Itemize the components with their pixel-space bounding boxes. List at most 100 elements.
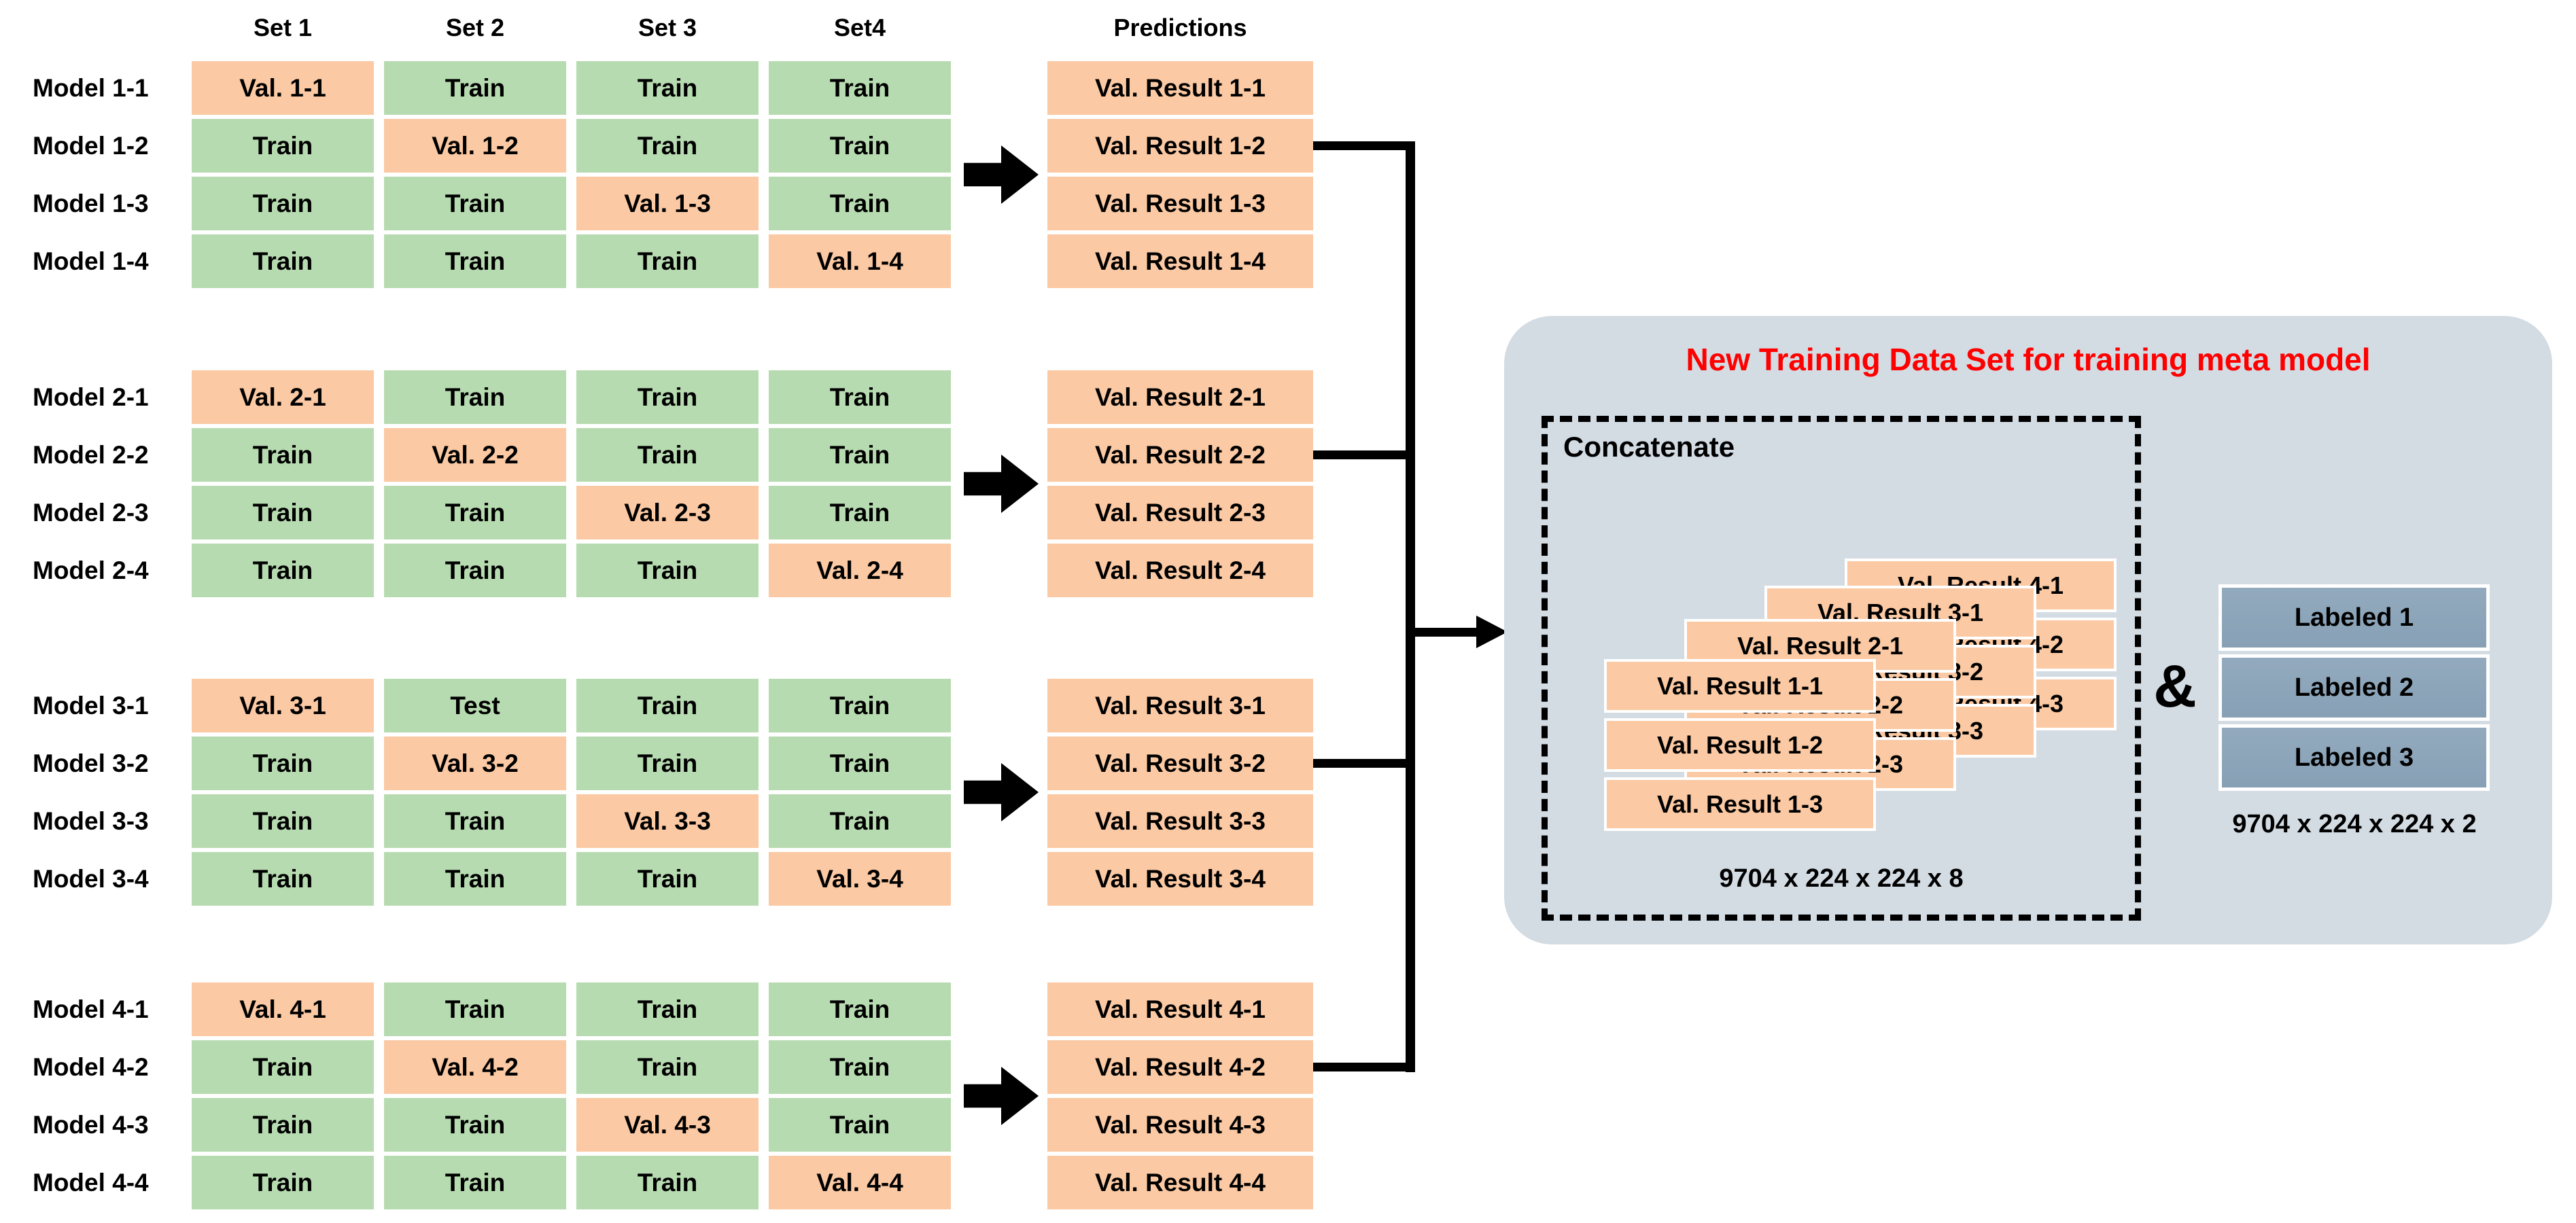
validation-cell: Val. 1-4 bbox=[769, 234, 951, 288]
labeled-dimensions: 9704 x 224 x 224 x 2 bbox=[2232, 810, 2477, 838]
train-cell: Train bbox=[384, 544, 566, 597]
val-result-box: Val. Result 3-3 bbox=[1047, 794, 1313, 848]
train-cell: Train bbox=[576, 428, 759, 482]
block-arrow-icon bbox=[964, 145, 1039, 204]
set-header: Set 1 bbox=[253, 14, 313, 41]
panel-title: New Training Data Set for training meta … bbox=[1686, 342, 2371, 377]
train-cell: Train bbox=[192, 119, 374, 173]
connector-line bbox=[1313, 759, 1415, 768]
validation-cell: Val. 2-1 bbox=[192, 370, 374, 424]
concatenate-label: Concatenate bbox=[1563, 431, 1735, 463]
validation-cell: Val. 3-3 bbox=[576, 794, 759, 848]
model-label: Model 3-4 bbox=[33, 864, 149, 893]
train-cell: Train bbox=[192, 1040, 374, 1094]
val-result-box: Val. Result 4-4 bbox=[1047, 1156, 1313, 1209]
train-cell: Train bbox=[384, 234, 566, 288]
validation-cell: Val. 1-1 bbox=[192, 61, 374, 115]
connector-line bbox=[1313, 450, 1415, 459]
train-cell: Train bbox=[576, 234, 759, 288]
model-label: Model 2-1 bbox=[33, 383, 149, 411]
val-result-box: Val. Result 4-3 bbox=[1047, 1098, 1313, 1152]
train-cell: Train bbox=[192, 737, 374, 790]
concatenated-dimensions: 9704 x 224 x 224 x 8 bbox=[1719, 864, 1964, 893]
train-cell: Train bbox=[384, 177, 566, 230]
train-cell: Train bbox=[192, 486, 374, 539]
labeled-box: Labeled 2 bbox=[2218, 654, 2490, 721]
val-result-box: Val. Result 2-3 bbox=[1047, 486, 1313, 539]
val-result-box: Val. Result 3-4 bbox=[1047, 852, 1313, 906]
train-cell: Train bbox=[769, 370, 951, 424]
train-cell: Train bbox=[576, 61, 759, 115]
validation-cell: Val. 3-1 bbox=[192, 679, 374, 732]
model-label: Model 2-2 bbox=[33, 440, 149, 469]
concatenate-box bbox=[1542, 416, 2141, 921]
set-header: Set4 bbox=[833, 14, 886, 41]
block-arrow-icon bbox=[964, 455, 1039, 513]
model-label: Model 4-1 bbox=[33, 995, 149, 1023]
validation-cell: Val. 2-2 bbox=[384, 428, 566, 482]
val-result-box: Val. Result 1-4 bbox=[1047, 234, 1313, 288]
stack-card: Val. Result 1-1 bbox=[1604, 659, 1876, 713]
meta-arrow-shaft bbox=[1406, 628, 1478, 637]
train-cell: Train bbox=[769, 119, 951, 173]
val-result-box: Val. Result 3-2 bbox=[1047, 737, 1313, 790]
model-label: Model 2-4 bbox=[33, 556, 149, 584]
train-cell: Train bbox=[769, 982, 951, 1036]
train-cell: Train bbox=[192, 1098, 374, 1152]
train-cell: Train bbox=[576, 1156, 759, 1209]
val-result-box: Val. Result 1-2 bbox=[1047, 119, 1313, 173]
train-cell: Train bbox=[769, 486, 951, 539]
val-result-box: Val. Result 2-1 bbox=[1047, 370, 1313, 424]
train-cell: Train bbox=[192, 544, 374, 597]
model-label: Model 4-2 bbox=[33, 1052, 149, 1081]
train-cell: Train bbox=[769, 737, 951, 790]
train-cell: Train bbox=[384, 794, 566, 848]
block-arrow-icon bbox=[964, 763, 1039, 821]
set-header: Set 2 bbox=[445, 14, 505, 41]
train-cell: Train bbox=[576, 982, 759, 1036]
train-cell: Train bbox=[769, 61, 951, 115]
model-label: Model 2-3 bbox=[33, 498, 149, 527]
model-label: Model 1-2 bbox=[33, 131, 149, 160]
validation-cell: Val. 4-3 bbox=[576, 1098, 759, 1152]
train-cell: Train bbox=[384, 1156, 566, 1209]
train-cell: Train bbox=[192, 852, 374, 906]
train-cell: Train bbox=[576, 737, 759, 790]
stack-card: Val. Result 1-2 bbox=[1604, 718, 1876, 772]
train-cell: Train bbox=[384, 61, 566, 115]
model-label: Model 4-3 bbox=[33, 1110, 149, 1139]
meta-arrow-icon bbox=[1476, 616, 1508, 648]
train-cell: Train bbox=[576, 1040, 759, 1094]
train-cell: Train bbox=[576, 544, 759, 597]
train-cell: Train bbox=[384, 852, 566, 906]
train-cell: Train bbox=[769, 1040, 951, 1094]
set-header: Set 3 bbox=[638, 14, 697, 41]
train-cell: Train bbox=[192, 1156, 374, 1209]
validation-cell: Val. 4-2 bbox=[384, 1040, 566, 1094]
train-cell: Train bbox=[576, 679, 759, 732]
labeled-box: Labeled 1 bbox=[2218, 584, 2490, 651]
connector-line bbox=[1313, 141, 1415, 150]
validation-cell: Val. 1-3 bbox=[576, 177, 759, 230]
bus-line bbox=[1406, 141, 1415, 1072]
model-label: Model 3-2 bbox=[33, 749, 149, 777]
stack-card: Val. Result 1-3 bbox=[1604, 777, 1876, 831]
predictions-header: Predictions bbox=[1113, 14, 1247, 41]
train-cell: Test bbox=[384, 679, 566, 732]
train-cell: Train bbox=[576, 119, 759, 173]
train-cell: Train bbox=[769, 428, 951, 482]
validation-cell: Val. 4-1 bbox=[192, 982, 374, 1036]
val-result-box: Val. Result 2-2 bbox=[1047, 428, 1313, 482]
train-cell: Train bbox=[192, 428, 374, 482]
train-cell: Train bbox=[192, 234, 374, 288]
model-label: Model 3-1 bbox=[33, 691, 149, 720]
model-label: Model 1-1 bbox=[33, 73, 149, 102]
train-cell: Train bbox=[769, 679, 951, 732]
model-label: Model 4-4 bbox=[33, 1168, 149, 1197]
val-result-box: Val. Result 3-1 bbox=[1047, 679, 1313, 732]
model-label: Model 1-4 bbox=[33, 247, 149, 275]
train-cell: Train bbox=[576, 852, 759, 906]
model-label: Model 1-3 bbox=[33, 189, 149, 217]
validation-cell: Val. 4-4 bbox=[769, 1156, 951, 1209]
